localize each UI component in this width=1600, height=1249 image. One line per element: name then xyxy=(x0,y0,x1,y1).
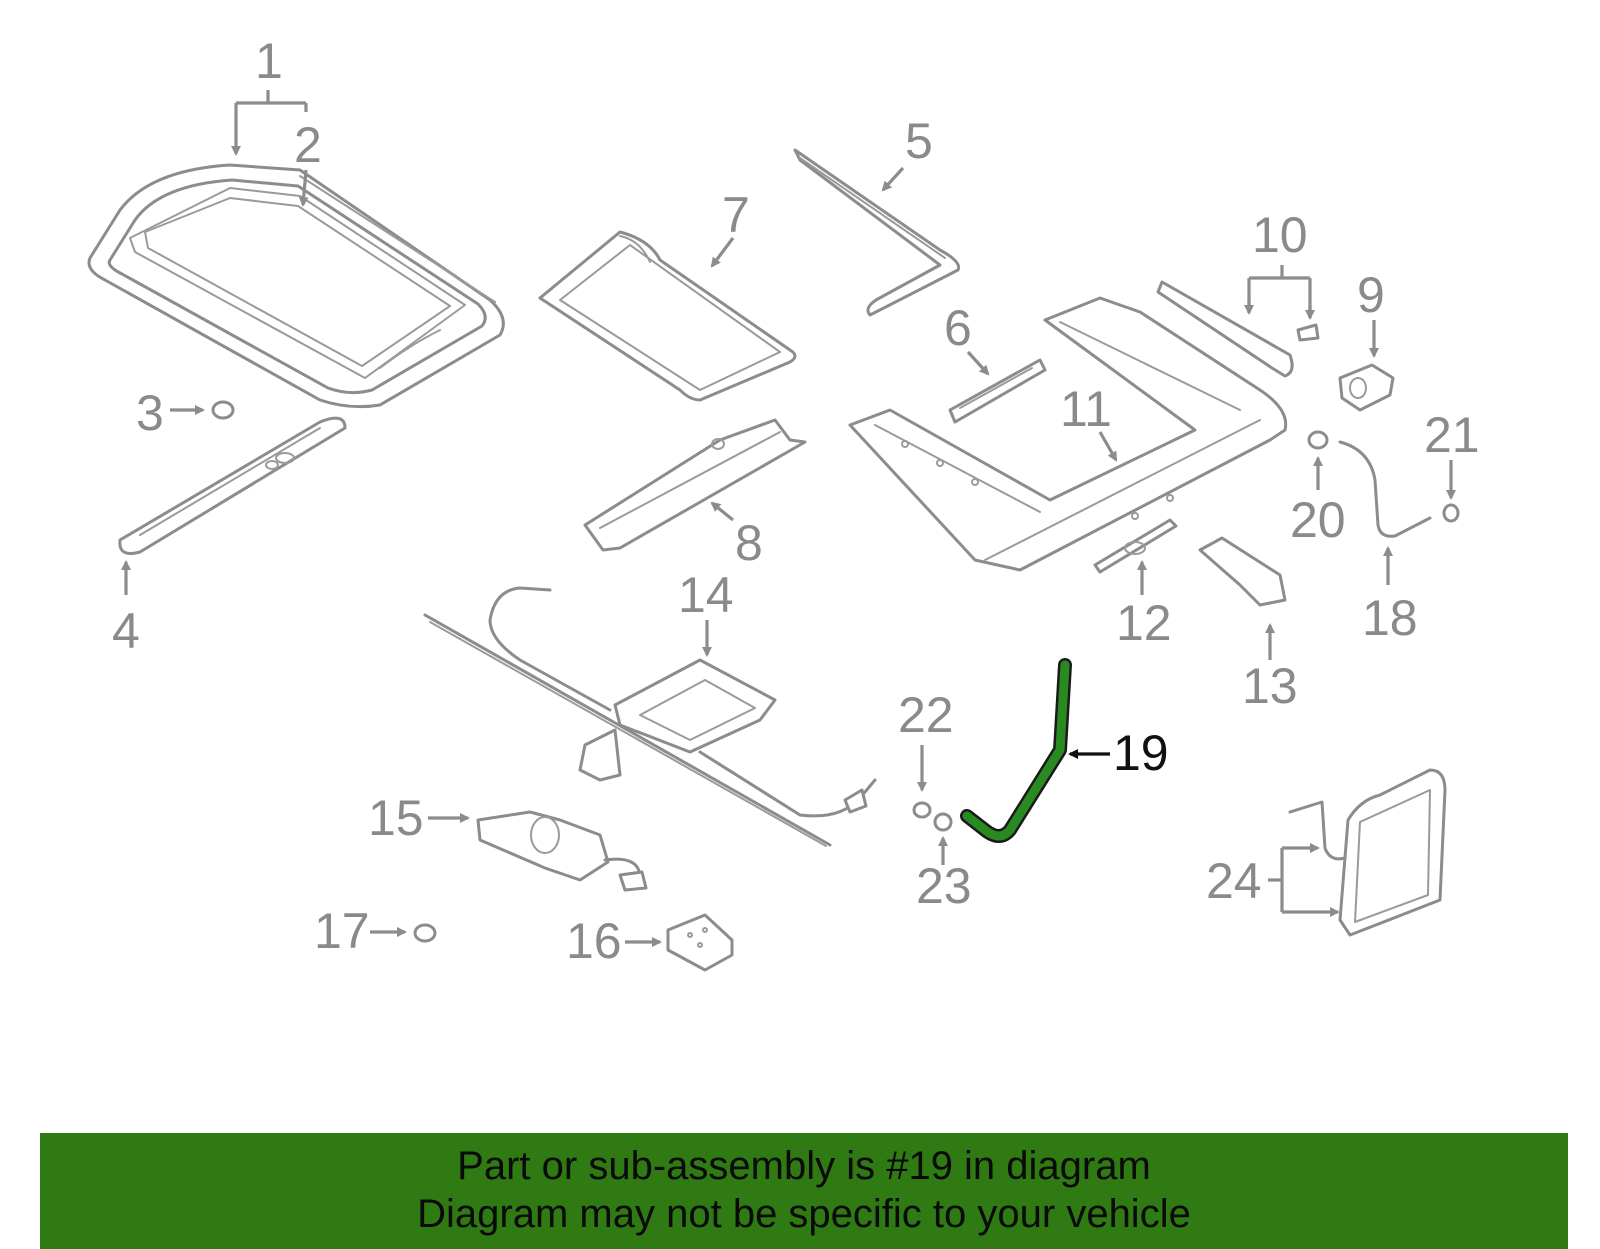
part-18-drain-hose[interactable] xyxy=(1338,440,1432,538)
callout-19: 19 xyxy=(1113,725,1169,781)
part-10-drain-rail[interactable] xyxy=(1156,280,1320,378)
callout-labels: 1 2 3 4 5 6 7 8 9 10 11 12 13 14 15 16 1… xyxy=(112,33,1480,969)
callout-5: 5 xyxy=(905,113,933,169)
callout-3: 3 xyxy=(136,385,164,441)
callout-24: 24 xyxy=(1206,853,1262,909)
part-14-drive-cable[interactable] xyxy=(423,586,877,847)
part-5-trim[interactable] xyxy=(793,148,961,317)
part-22-grommet[interactable] xyxy=(912,801,932,819)
part-1-glass-panel[interactable] xyxy=(87,163,505,409)
part-20-grommet[interactable] xyxy=(1307,430,1329,450)
part-13-mount-bracket[interactable] xyxy=(1198,536,1287,607)
part-3-clip[interactable] xyxy=(211,400,235,420)
part-11-main-frame[interactable] xyxy=(848,296,1288,572)
banner-line-disclaimer: Diagram may not be specific to your vehi… xyxy=(417,1192,1191,1236)
part-16-module[interactable] xyxy=(666,913,734,972)
callout-16: 16 xyxy=(566,913,622,969)
banner-line-part: Part or sub-assembly is #19 in diagram xyxy=(457,1144,1151,1188)
part-9-switch[interactable] xyxy=(1338,363,1395,412)
part-7-sunshade[interactable] xyxy=(538,230,797,402)
callout-1: 1 xyxy=(255,33,283,89)
part-23-grommet[interactable] xyxy=(933,812,953,832)
callout-22: 22 xyxy=(898,687,954,743)
part-12-clip-bar[interactable] xyxy=(1093,518,1178,574)
callout-11: 11 xyxy=(1060,381,1112,437)
callout-13: 13 xyxy=(1242,658,1298,714)
callout-21: 21 xyxy=(1424,407,1480,463)
callout-18: 18 xyxy=(1362,590,1418,646)
callout-2: 2 xyxy=(294,117,322,173)
callout-14: 14 xyxy=(678,567,734,623)
part-21-grommet[interactable] xyxy=(1442,503,1460,523)
callout-9: 9 xyxy=(1357,267,1385,323)
part-4-deflector[interactable] xyxy=(118,416,347,555)
callout-6: 6 xyxy=(944,300,972,356)
part-2-seal xyxy=(299,175,496,303)
callout-4: 4 xyxy=(112,603,140,659)
part-24-panel[interactable] xyxy=(1288,768,1447,937)
callout-12: 12 xyxy=(1116,595,1172,651)
callout-15: 15 xyxy=(368,790,424,846)
part-19-drain-hose-highlighted[interactable] xyxy=(960,658,1072,843)
callout-8: 8 xyxy=(735,515,763,571)
callout-10: 10 xyxy=(1252,207,1308,263)
callout-17: 17 xyxy=(314,903,370,959)
callout-7: 7 xyxy=(722,187,750,243)
part-15-motor[interactable] xyxy=(476,810,648,892)
leader-lines xyxy=(121,90,1456,947)
callout-20: 20 xyxy=(1290,492,1346,548)
info-banner: Part or sub-assembly is #19 in diagram D… xyxy=(40,1133,1568,1249)
part-17-grommet[interactable] xyxy=(413,923,437,943)
part-8-guide-rail[interactable] xyxy=(583,418,807,552)
callout-23: 23 xyxy=(916,858,972,914)
part-6-bracket[interactable] xyxy=(948,358,1047,424)
